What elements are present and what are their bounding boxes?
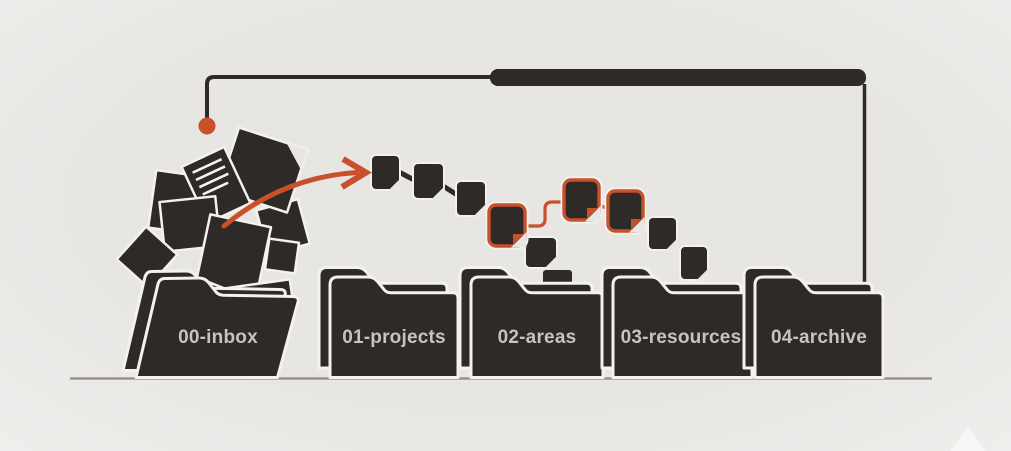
document-icon	[679, 245, 709, 281]
folder-label: 02-areas	[498, 327, 577, 348]
triangle-logo-icon	[950, 427, 986, 451]
inbox-to-archive-connector-line	[205, 69, 867, 289]
folder-label: 04-archive	[771, 327, 867, 348]
document-icon	[455, 180, 487, 217]
folder-icon	[753, 275, 885, 379]
document-icon	[647, 216, 678, 251]
document-icon-highlighted	[560, 176, 603, 224]
paper-icon-with-text	[180, 145, 252, 225]
folder-04-archive: 04-archive	[742, 266, 885, 379]
document-icon	[412, 162, 445, 200]
document-icon	[524, 236, 558, 269]
document-icon	[370, 154, 401, 191]
highlight-connector-line	[524, 200, 563, 228]
folder-label: 00-inbox	[178, 327, 258, 348]
document-icon-highlighted	[485, 201, 529, 250]
document-icon-highlighted	[604, 187, 647, 235]
folder-02-areas: 02-areas	[458, 266, 605, 379]
flow-arrow-icon	[221, 156, 372, 229]
folder-label: 01-projects	[342, 327, 446, 348]
folder-icon	[328, 275, 460, 379]
folder-icon	[134, 276, 300, 379]
orange-dot	[198, 117, 216, 135]
folder-03-resources: 03-resources	[600, 266, 754, 379]
paper-icon	[263, 237, 301, 275]
folder-label: 03-resources	[621, 327, 742, 348]
document-chain	[370, 154, 709, 281]
folder-00-inbox: 00-inbox	[121, 269, 300, 379]
folder-01-projects: 01-projects	[317, 266, 460, 379]
